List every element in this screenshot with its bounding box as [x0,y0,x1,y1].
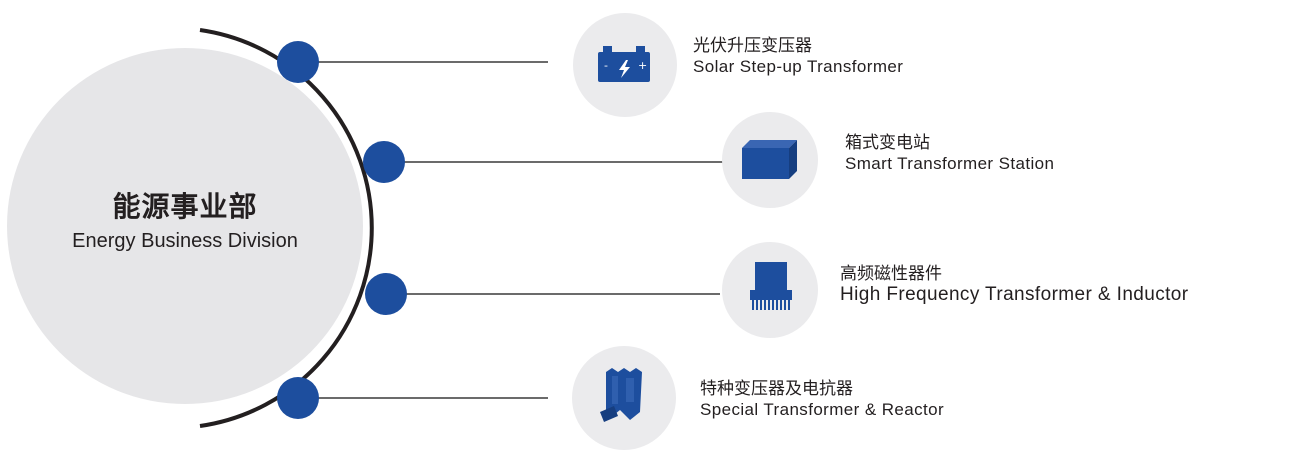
product-label-4: 特种变压器及电抗器 Special Transformer & Reactor [700,378,944,420]
product-name-en: High Frequency Transformer & Inductor [840,284,1189,305]
product-label-2: 箱式变电站 Smart Transformer Station [845,132,1054,174]
node-dot-4 [277,377,319,419]
product-name-en: Solar Step-up Transformer [693,57,904,76]
product-label-1: 光伏升压变压器 Solar Step-up Transformer [693,35,903,77]
product-name-cn: 箱式变电站 [845,133,930,152]
product-name-en: Special Transformer & Reactor [700,400,945,419]
node-dot-2 [363,141,405,183]
product-label-3: 高频磁性器件 High Frequency Transformer & Indu… [840,263,1189,305]
node-dot-3 [365,273,407,315]
product-name-cn: 光伏升压变压器 [693,36,812,55]
center-circle [7,48,363,404]
svg-text:+: + [638,59,647,72]
hf-transformer-icon [750,262,792,310]
division-name-en: Energy Business Division [72,230,298,252]
center-label: 能源事业部 Energy Business Division [0,190,370,254]
svg-text:-: - [604,59,608,72]
reactor-icon [600,368,642,422]
box-substation-icon [742,140,797,179]
division-name-cn: 能源事业部 [112,191,258,222]
product-name-en: Smart Transformer Station [845,154,1055,173]
node-dot-1 [277,41,319,83]
product-name-cn: 特种变压器及电抗器 [700,379,853,398]
product-name-cn: 高频磁性器件 [840,264,942,283]
battery-icon: - + [598,46,650,82]
